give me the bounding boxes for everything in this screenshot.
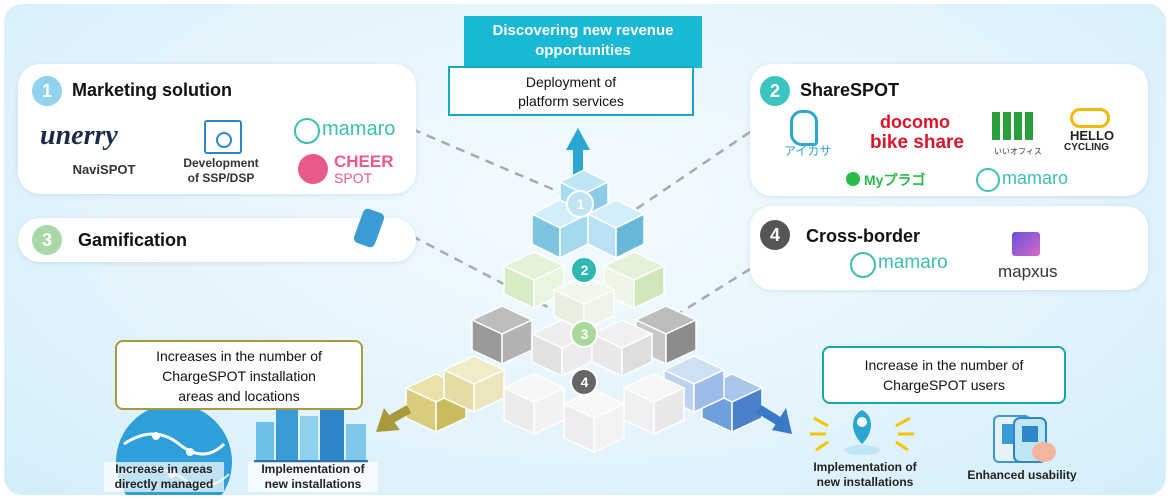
card-marketing-solution: 1 Marketing solution unerry NaviSPOT Dev… [18,64,416,194]
mamaro-logo-2: mamaro [1002,168,1069,188]
pyramid-label-4: 4 [580,374,589,390]
right-new-installations-line1: Implementation of [813,460,917,474]
myplug-logo: Myプラゴ [864,172,926,188]
pyramid-graphic [116,127,1056,495]
myplug-icon [846,172,860,186]
card2-number-badge: 2 [760,76,790,106]
mamaro-logo-1: mamaro [322,118,396,140]
installation-box-line1: Increases in the number of [156,348,322,364]
navispot-label: NaviSPOT [72,162,136,177]
cheer-spot-logo: SPOT [334,170,373,186]
bikeshare-logo: bike share [870,132,964,153]
left-new-installations-line2: new installations [264,477,362,491]
pyramid-badges [566,190,598,396]
pyramid-label-1: 1 [576,196,585,212]
left-new-installations-label: Implementation of new installations [248,462,378,492]
areas-managed-line1: Increase in areas [115,462,213,476]
revenue-banner-line2: opportunities [535,42,631,59]
city-illustration [254,402,368,463]
pyramid-label-2: 2 [580,262,589,278]
revenue-banner-line1: Discovering new revenue [492,22,674,39]
pyramid-label-3: 3 [580,326,589,342]
areas-managed-line2: directly managed [114,477,214,491]
card3-number-badge: 3 [32,225,62,255]
gear-window-icon [204,120,242,154]
platform-box-line2: platform services [518,93,624,109]
unerry-logo: unerry [40,120,118,151]
ssp-dsp-line1: Development [183,156,259,170]
platform-box-line1: Deployment of [525,74,617,90]
iioffice-icon [992,112,1036,140]
pin-illustration [810,410,914,455]
left-new-installations-line1: Implementation of [261,462,365,476]
mapxus-icon [1012,232,1040,256]
aikasa-icon [790,110,818,146]
card2-title: ShareSPOT [800,80,900,100]
ssp-dsp-label: Development of SSP/DSP [168,156,274,186]
platform-services-box: Deployment of platform services [448,66,694,116]
card-gamification: 3 Gamification [18,207,416,262]
up-arrow [566,128,590,176]
docomo-logo: docomo [880,112,950,132]
mamaro-icon-2 [976,168,1000,192]
pyramid-cubes [404,169,764,454]
users-increase-box: Increase in the number of ChargeSPOT use… [822,346,1066,404]
card4-title: Cross-border [806,226,921,246]
revenue-banner: Discovering new revenue opportunities [464,16,702,68]
installation-box-line2: ChargeSPOT installation [162,368,316,384]
ssp-dsp-line2: of SSP/DSP [187,171,255,185]
phone-qr-illustration [993,415,1056,463]
installation-box-line3: areas and locations [178,388,300,404]
diagram-canvas: Discovering new revenue opportunities De… [4,4,1166,495]
card3-title: Gamification [78,230,188,250]
card-sharespot: 2 ShareSPOT アイカサ docomo bike share いいオフィ… [750,64,1148,196]
card1-title: Marketing solution [72,80,233,100]
mamaro-icon-3 [850,252,876,278]
enhanced-usability-label: Enhanced usability [967,468,1077,482]
right-new-installations-label: Implementation of new installations [800,460,930,490]
cheer-logo: CHEER [334,152,394,171]
users-box-line2: ChargeSPOT users [883,377,1005,393]
areas-managed-label: Increase in areas directly managed [104,462,224,492]
mapxus-logo: mapxus [998,262,1058,281]
users-box-line1: Increase in the number of [864,357,1024,373]
right-arrow [756,405,792,434]
right-new-installations-line2: new installations [816,475,914,489]
mamaro-icon [294,118,320,144]
aikasa-logo: アイカサ [784,144,832,158]
cycling-logo: CYCLING [1064,142,1109,153]
hello-logo: HELLO [1070,128,1115,143]
card4-number-badge: 4 [760,220,790,250]
mamaro-logo-3: mamaro [878,252,948,273]
card1-number-badge: 1 [32,76,62,106]
bicycle-icon [1070,108,1110,128]
iioffice-logo: いいオフィス [994,147,1042,156]
heart-icon [298,154,328,184]
card-cross-border: 4 Cross-border mamaro mapxus [750,206,1148,290]
left-arrow [376,405,412,432]
installation-areas-box: Increases in the number of ChargeSPOT in… [115,340,363,410]
connector-card1 [411,127,565,196]
connector-card2 [613,130,751,226]
